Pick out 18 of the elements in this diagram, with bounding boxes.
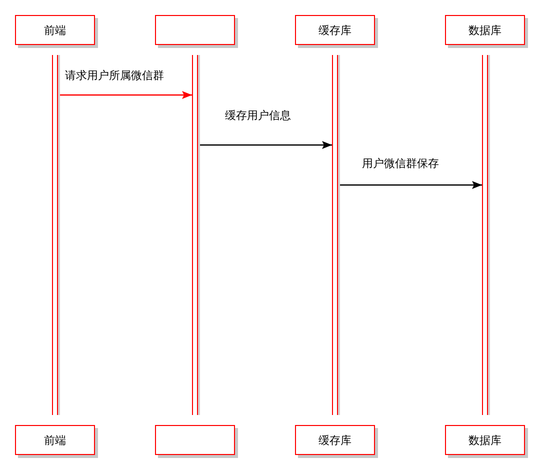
participant-box: 缓存库 xyxy=(295,15,375,45)
participant-box xyxy=(155,15,235,45)
participant-box: 前端 xyxy=(15,425,95,455)
participant-box xyxy=(155,425,235,455)
lifeline-bar xyxy=(192,55,198,415)
lifeline-bar xyxy=(52,55,58,415)
lifeline-bar xyxy=(482,55,488,415)
participant-box: 缓存库 xyxy=(295,425,375,455)
edge-label: 用户微信群保存 xyxy=(362,156,439,171)
message-arrow xyxy=(198,141,332,149)
edge-label: 请求用户所属微信群 xyxy=(65,68,164,83)
participant-box: 数据库 xyxy=(445,425,525,455)
participant-box: 前端 xyxy=(15,15,95,45)
message-arrow xyxy=(58,91,192,99)
participant-box: 数据库 xyxy=(445,15,525,45)
message-arrow xyxy=(338,181,482,189)
edge-label: 缓存用户信息 xyxy=(225,108,291,123)
lifeline-bar xyxy=(332,55,338,415)
